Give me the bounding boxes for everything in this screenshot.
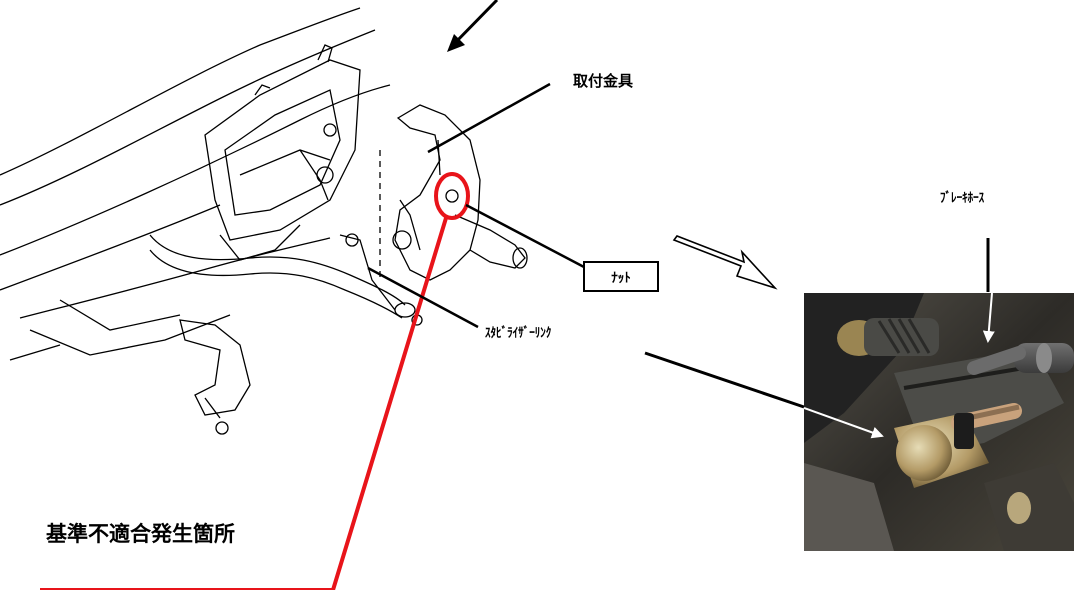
- top-arrow: [447, 0, 499, 52]
- nonconformity-location-label: 基準不適合発生箇所: [46, 522, 235, 546]
- bracket-label: 取付金具: [573, 72, 634, 90]
- nonconformity-highlight-circle: [434, 172, 470, 220]
- knuckle-drawing: [379, 104, 528, 281]
- part-photo: [804, 293, 1074, 551]
- to-photo-arrow: [672, 235, 778, 290]
- bracket-leader-line: [427, 82, 551, 154]
- brake-hose-label: ﾌﾞﾚｰｷﾎｰｽ: [940, 191, 985, 206]
- nonconformity-leader-line: [40, 217, 448, 590]
- vehicle-frame-drawing: [0, 7, 391, 361]
- stabilizer-link-leader-line: [367, 266, 479, 329]
- nut-callout-box: ﾅｯﾄ: [583, 261, 659, 292]
- stabilizer-bar-drawing: [149, 233, 423, 435]
- nut-label: ﾅｯﾄ: [611, 271, 631, 286]
- nut-leader-line: [465, 203, 585, 269]
- stabilizer-link-photo-leader-line: [644, 351, 805, 409]
- stabilizer-link-label: ｽﾀﾋﾞﾗｲｻﾞｰﾘﾝｸ: [485, 326, 552, 341]
- upper-arm-drawing: [204, 44, 361, 261]
